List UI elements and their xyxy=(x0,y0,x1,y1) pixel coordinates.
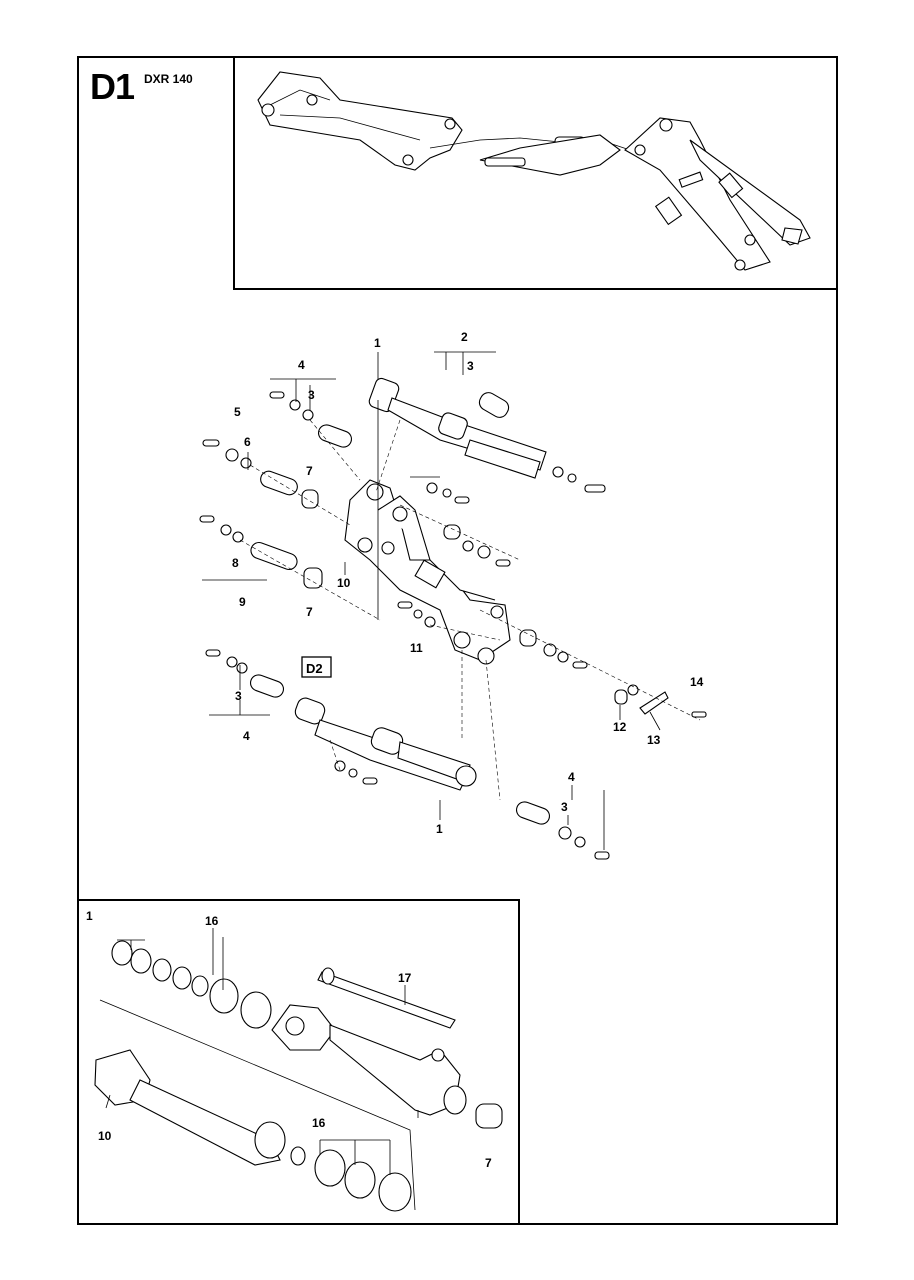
detail-callout-1: 1 xyxy=(86,909,93,923)
callout-3-b: 3 xyxy=(308,388,315,402)
callout-1-top: 1 xyxy=(374,336,381,350)
callout-2: 2 xyxy=(461,330,468,344)
reference-box xyxy=(301,656,332,678)
detail-callout-16-a: 16 xyxy=(205,914,219,928)
detail-callout-16-b: 16 xyxy=(312,1116,326,1130)
main-exploded-view xyxy=(199,351,707,860)
callout-14: 14 xyxy=(690,675,704,689)
callout-10: 10 xyxy=(337,576,351,590)
detail-callout-10: 10 xyxy=(98,1129,112,1143)
callout-4-a: 4 xyxy=(298,358,305,372)
callout-7-a: 7 xyxy=(306,464,313,478)
callout-3-c: 3 xyxy=(235,689,242,703)
callout-4-d: 4 xyxy=(568,770,575,784)
callout-11: 11 xyxy=(410,641,423,655)
callout-12: 12 xyxy=(613,720,627,734)
overview-frame xyxy=(233,56,838,290)
cylinder-detail-frame xyxy=(77,899,520,1225)
callout-3-a: 3 xyxy=(467,359,474,373)
callout-3-d: 3 xyxy=(561,800,568,814)
callout-6: 6 xyxy=(244,435,251,449)
callout-8: 8 xyxy=(232,556,239,570)
detail-callout-17: 17 xyxy=(398,971,412,985)
page-code: D1 xyxy=(90,66,135,107)
callout-4-c: 4 xyxy=(243,729,250,743)
callout-7-b: 7 xyxy=(306,605,313,619)
overview-arm-drawing xyxy=(257,71,811,271)
callout-1-bottom: 1 xyxy=(436,822,443,836)
callout-13: 13 xyxy=(647,733,661,747)
model-label: DXR 140 xyxy=(144,72,193,86)
cylinder-detail-drawing xyxy=(94,928,503,1212)
callout-9: 9 xyxy=(239,595,246,609)
detail-callout-7: 7 xyxy=(485,1156,492,1170)
callout-5: 5 xyxy=(234,405,241,419)
reference-box-label: D2 xyxy=(306,661,323,676)
